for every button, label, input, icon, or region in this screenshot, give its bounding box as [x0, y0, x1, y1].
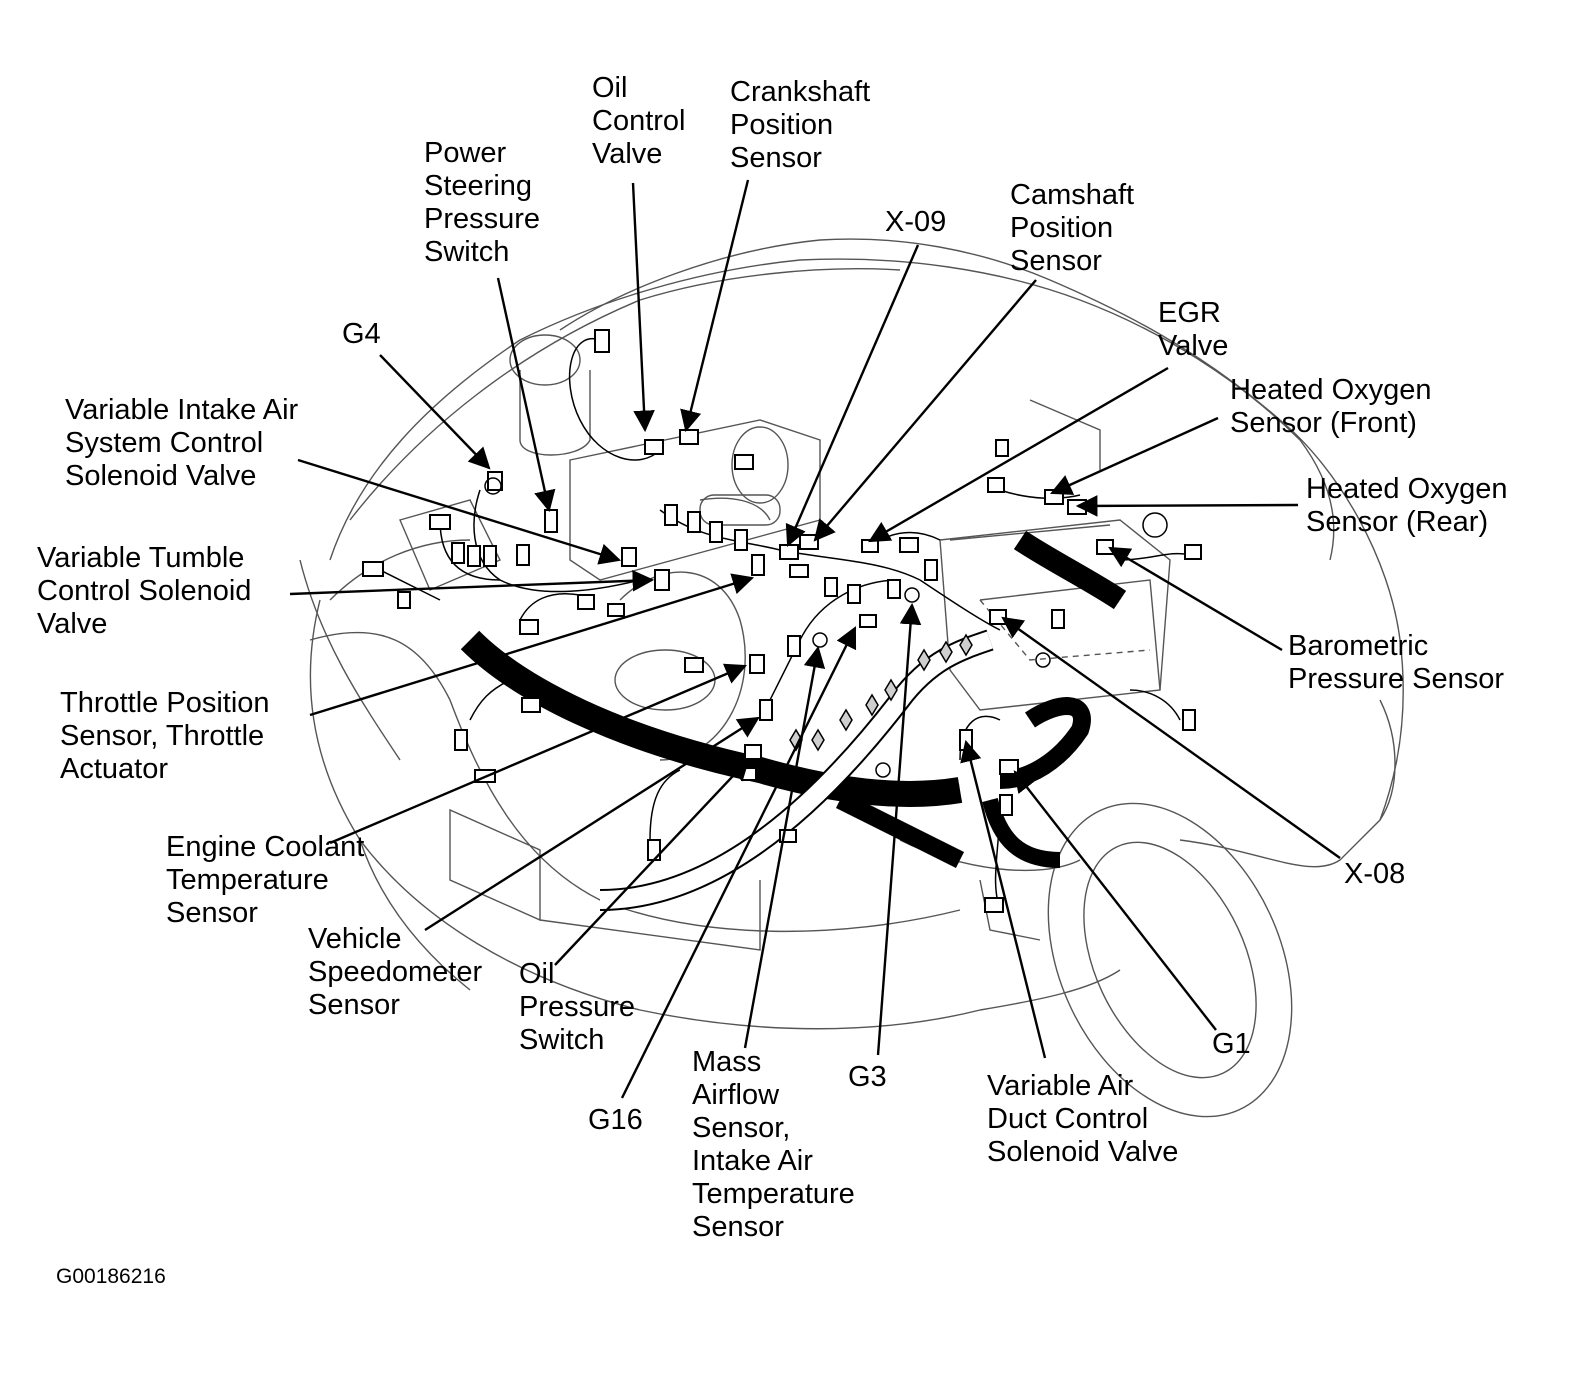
figure-id: G00186216 — [56, 1265, 166, 1288]
label-g16: G16 — [588, 1104, 643, 1136]
leader-heated-oxygen-front — [1050, 416, 1219, 495]
leader-crankshaft-position-sensor — [680, 179, 750, 433]
label-g4: G4 — [342, 318, 381, 350]
connectors — [362, 329, 1202, 913]
harness-clips — [789, 633, 973, 752]
leader-heated-oxygen-rear — [1075, 495, 1299, 517]
leader-g3 — [876, 602, 922, 1056]
label-g3: G3 — [848, 1061, 887, 1093]
leader-g4 — [379, 354, 491, 470]
leader-g1 — [1013, 770, 1217, 1031]
leader-oil-control-valve — [631, 182, 655, 433]
leader-throttle-position — [309, 573, 755, 717]
leader-x08 — [1001, 616, 1341, 859]
leader-g16 — [620, 626, 857, 1099]
leader-x09 — [785, 244, 920, 547]
leader-power-steering-pressure-switch — [496, 277, 556, 513]
leader-barometric-pressure — [1108, 546, 1283, 652]
wire-harness — [460, 530, 1127, 911]
leader-oil-pressure-switch — [554, 758, 750, 966]
leader-variable-intake-air — [297, 458, 622, 565]
leader-engine-coolant-temp — [329, 663, 747, 845]
leader-variable-air-duct — [960, 739, 1047, 1059]
leader-variable-tumble — [289, 569, 655, 596]
label-x08: X-08 — [1344, 858, 1406, 890]
leader-mass-airflow — [743, 645, 826, 1049]
leader-lines — [289, 179, 1341, 1099]
leader-camshaft-position-sensor — [813, 279, 1037, 542]
label-g1: G1 — [1212, 1028, 1251, 1060]
label-x09: X-09 — [885, 206, 947, 238]
leader-egr-valve — [868, 366, 1169, 543]
leader-vehicle-speedometer — [424, 716, 760, 932]
